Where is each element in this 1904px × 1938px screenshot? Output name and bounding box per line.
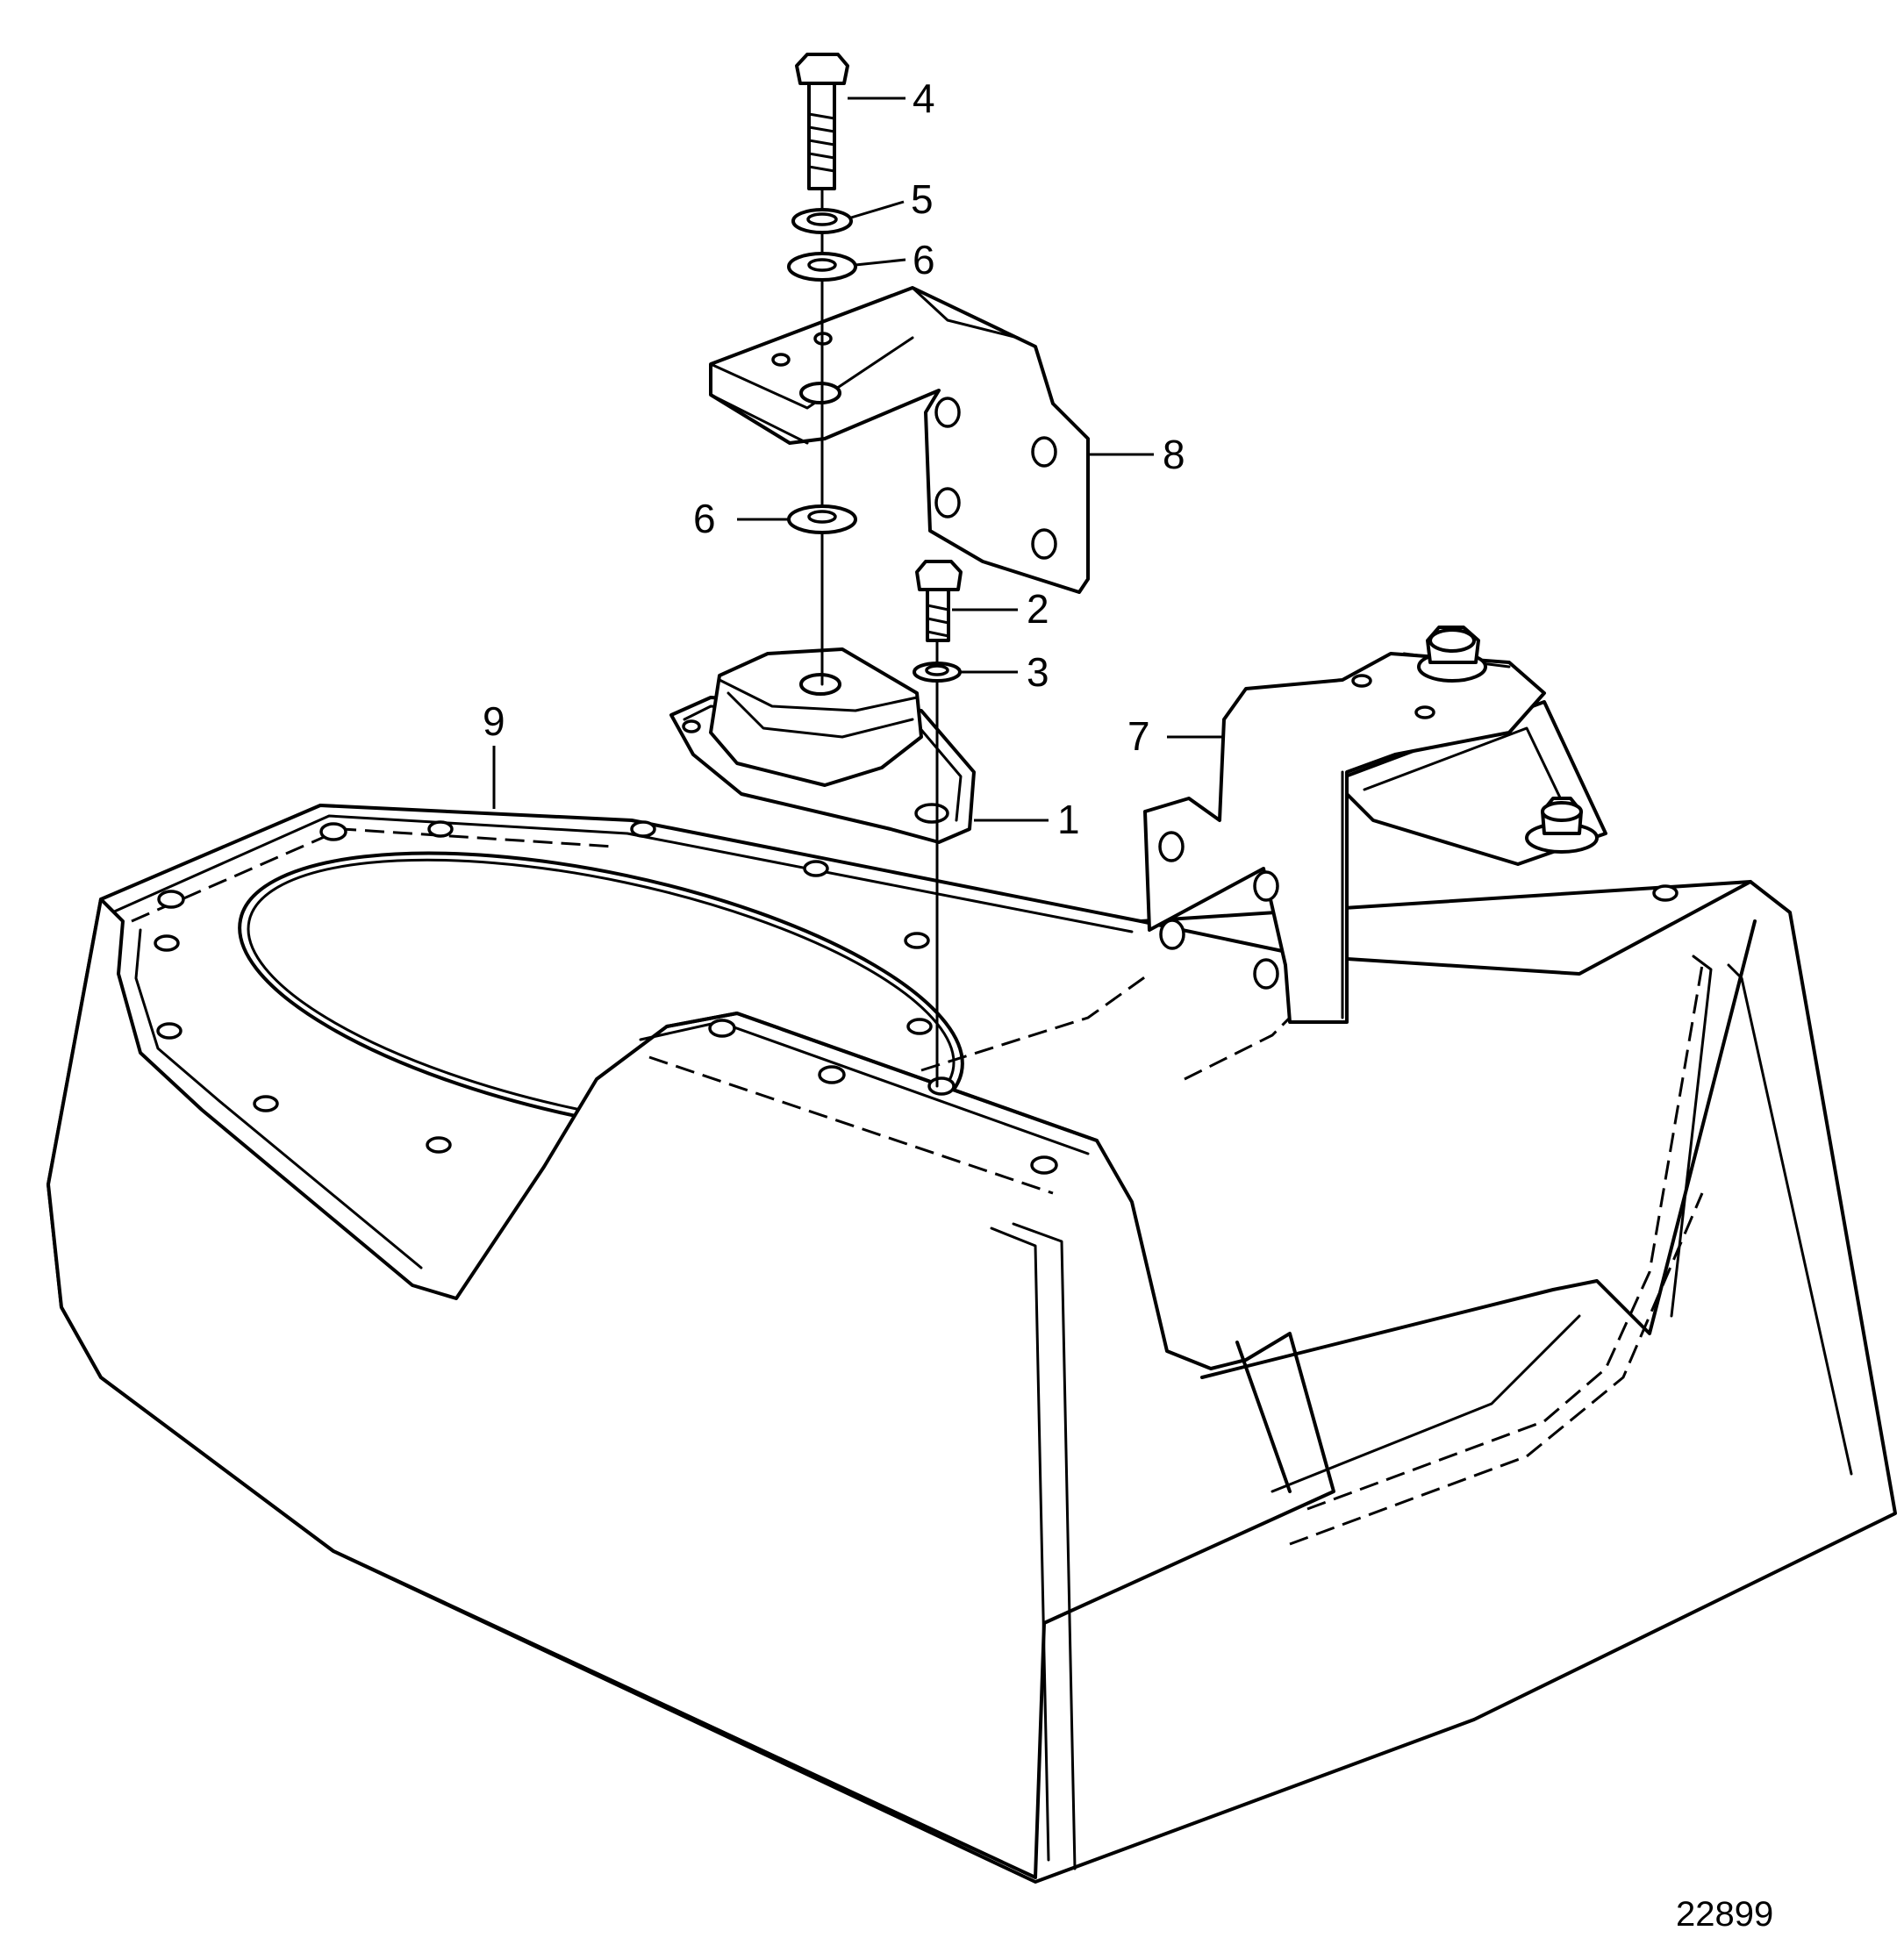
callout-leaders [492, 97, 1224, 822]
hardware-stack [787, 53, 963, 1088]
drawing-number: 22899 [1676, 1895, 1773, 1934]
callout-8: 8 [1163, 432, 1185, 477]
callout-6-upper: 6 [913, 237, 935, 282]
right-engine-bracket [1143, 626, 1607, 1024]
callout-7: 7 [1127, 713, 1150, 759]
rubber-engine-mount [669, 647, 976, 844]
callout-1: 1 [1057, 797, 1080, 842]
engine-bed-base [47, 804, 1897, 1884]
callout-6-lower: 6 [693, 496, 716, 541]
callout-4: 4 [913, 75, 935, 121]
upper-engine-bracket [709, 286, 1090, 594]
callout-2: 2 [1027, 586, 1049, 632]
callout-5: 5 [911, 176, 934, 222]
callout-9: 9 [483, 698, 505, 744]
callout-labels: 4 5 6 8 6 2 3 7 1 9 [483, 75, 1185, 842]
callout-3: 3 [1027, 649, 1049, 695]
